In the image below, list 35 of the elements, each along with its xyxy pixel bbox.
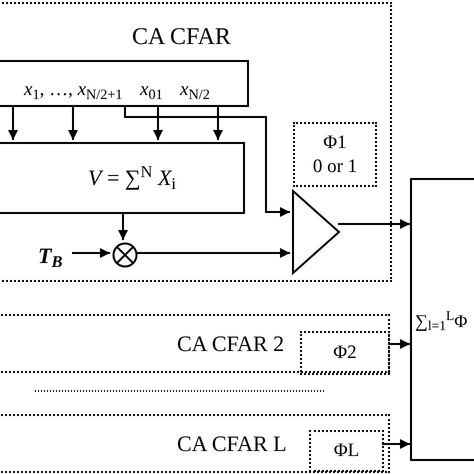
- arrow: [153, 105, 163, 140]
- frame-title: CA CFAR 2: [177, 330, 284, 358]
- arrow: [72, 248, 110, 258]
- dotted-box: [309, 430, 384, 472]
- dotted-box: [293, 122, 377, 187]
- arrow: [388, 339, 410, 349]
- output-label: Φ2: [333, 341, 357, 365]
- summation-formula: ∑$_{l=1}$$^{L}$Φ: [415, 310, 468, 332]
- sum-box: [0, 142, 245, 214]
- dotted-frame: [0, 2, 392, 282]
- arrow: [338, 219, 410, 229]
- register-box: [0, 60, 249, 107]
- sample-label: x$_{1}$, …, x$_{N/2+1}$: [24, 78, 123, 102]
- dotted-box: [300, 331, 390, 375]
- arrow: [118, 212, 128, 240]
- threshold-label: T$_{B}$: [38, 240, 72, 272]
- output-values: 0 or 1: [312, 154, 358, 178]
- output-label: ΦL: [334, 439, 360, 463]
- arrow: [124, 105, 290, 217]
- sample-label: x$_{01}$: [140, 78, 163, 102]
- arrow: [213, 105, 223, 140]
- output-label: Φ1: [323, 130, 347, 154]
- frame-title: CA CFAR L: [177, 430, 287, 458]
- dotted-frame: [0, 414, 390, 473]
- sample-label: x$_{N/2}$: [180, 78, 210, 102]
- arrow: [382, 439, 410, 449]
- comparator-triangle: [292, 190, 340, 274]
- arrow: [8, 105, 18, 140]
- multiplier-symbol: [112, 242, 138, 268]
- frame-title: CA CFAR: [132, 23, 231, 52]
- sum-formula: V = ∑$^{N}$ X$_{i}$: [88, 164, 176, 192]
- summation-box: [410, 178, 474, 461]
- arrow: [68, 105, 78, 140]
- arrow: [136, 248, 290, 258]
- dotted-frame: [0, 314, 390, 373]
